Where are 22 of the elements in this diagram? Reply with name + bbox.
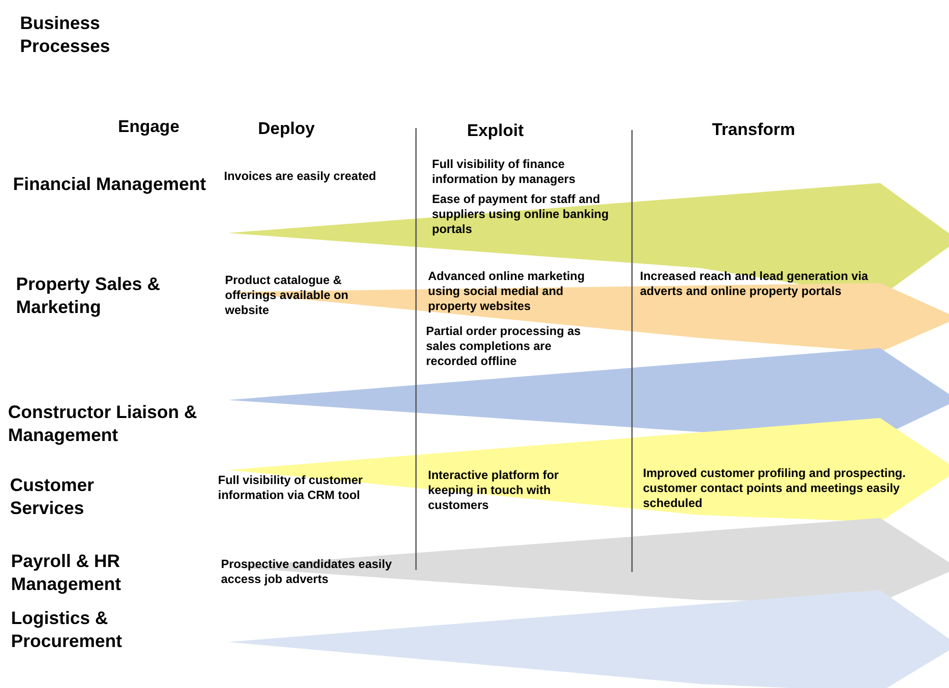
column-heading: Exploit: [467, 120, 524, 142]
cell-text: Improved customer profiling and prospecting. customer contact points and meetings easily scheduled: [643, 466, 907, 511]
cell-text: Invoices are easily created: [224, 169, 378, 184]
row-heading: Property Sales & Marketing: [16, 273, 162, 318]
column-heading: Deploy: [258, 118, 315, 140]
cell-text: Prospective candidates easily access job adverts: [221, 557, 393, 587]
cell-text: Ease of payment for staff and suppliers using online banking portals: [432, 192, 610, 237]
row-heading: Customer Services: [10, 474, 96, 519]
column-heading: Engage: [118, 116, 180, 138]
cell-text: Full visibility of customer information via CRM tool: [218, 473, 364, 503]
row-heading: Logistics & Procurement: [11, 607, 124, 652]
row-heading: Payroll & HR Management: [11, 550, 122, 595]
cell-text: Advanced online marketing using social medial and property websites: [428, 269, 586, 314]
cell-text: Increased reach and lead generation via adverts and online property portals: [640, 269, 870, 299]
cell-text: Full visibility of finance information by managers: [432, 157, 576, 187]
title: Business Processes: [20, 12, 112, 57]
row-heading: Financial Management: [13, 173, 206, 196]
column-heading: Transform: [712, 119, 796, 140]
cell-text: Partial order processing as sales completions are recorded offline: [426, 324, 582, 369]
row-heading: Constructor Liaison & Management: [8, 401, 198, 446]
cell-text: Product catalogue & offerings available on website: [225, 273, 350, 318]
cell-text: Interactive platform for keeping in touch with customers: [428, 468, 560, 513]
